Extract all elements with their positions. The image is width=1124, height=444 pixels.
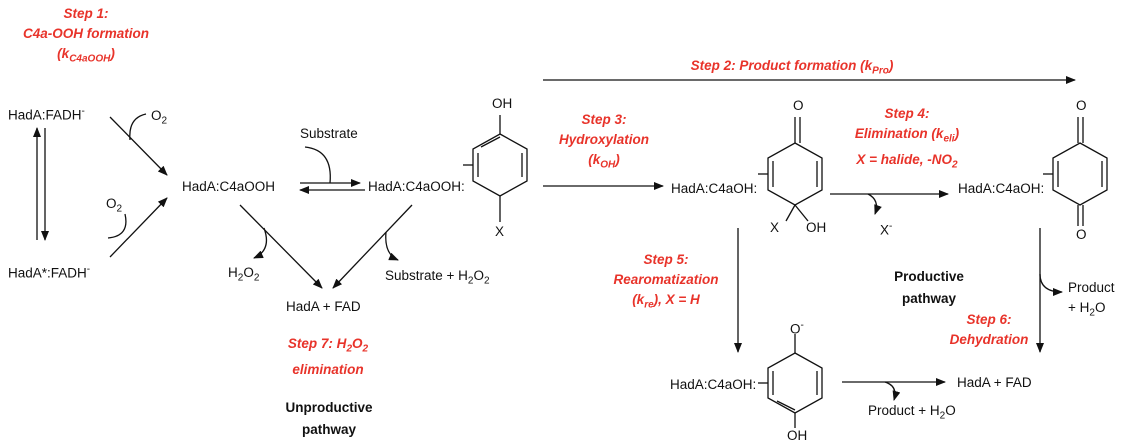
step1-label: Step 1: C4a-OOH formation (kC4aOOH) (23, 4, 149, 70)
atom-oh-phenolate: OH (787, 428, 808, 443)
productive-pathway-label: Productive pathway (894, 266, 964, 310)
c4aooh-to-fad-arrow (239, 204, 323, 289)
unproductive-line1: Unproductive (285, 400, 373, 415)
species-c4aooh: HadA:C4aOOH (182, 179, 276, 194)
atom-o-dienone: O (793, 98, 804, 113)
step4-line2: Elimination (keli) (854, 126, 960, 145)
step6-line1: Step 6: (966, 312, 1012, 327)
step6-line2: Dehydration (949, 332, 1029, 347)
product-right-line1: Product (1068, 280, 1115, 295)
atom-oh-phenol: OH (492, 96, 513, 111)
reagent-substrate: Substrate (300, 126, 358, 141)
atom-oh-dienone: OH (806, 220, 827, 235)
atom-x-phenol: X (495, 224, 505, 239)
product-right-curve (1039, 273, 1063, 296)
reagent-x-minus: X- (880, 221, 893, 238)
step1-line3: (kC4aOOH) (57, 46, 115, 65)
fadh-to-c4aooh-arrow-top (109, 116, 168, 176)
fadh-to-c4aooh-arrow-bottom (109, 197, 168, 258)
step3-line1: Step 3: (581, 112, 627, 127)
species-hada-fad-right: HadA + FAD (957, 375, 1032, 390)
step3-label: Step 3: Hydroxylation (kOH) (559, 110, 649, 176)
species-c4aoh-quinone: HadA:C4aOH: (958, 181, 1045, 196)
atom-o-minus: O- (790, 320, 804, 337)
species-c4aoh-phenolate: HadA:C4aOH: (670, 377, 757, 392)
o2-bottom-curve (107, 213, 127, 239)
step7-line1: Step 7: H2O2 (287, 336, 369, 355)
atom-o-quinone-top: O (1076, 98, 1087, 113)
unproductive-pathway-label: Unproductive pathway (285, 397, 372, 441)
step5-line3: (kre), X = H (632, 292, 700, 311)
reagent-substrate-h2o2: Substrate + H2O2 (385, 268, 490, 287)
step5-label: Step 5: Rearomatization (kre), X = H (613, 250, 718, 316)
product-right-line2: + H2O (1068, 300, 1106, 319)
h2o2-curve (253, 227, 268, 259)
quinone-ring (1043, 117, 1108, 226)
species-fadh-top: HadA:FADH- (8, 106, 85, 123)
step1-line2: C4a-OOH formation (22, 26, 150, 41)
step1-line1: Step 1: (63, 6, 109, 21)
dienone-ring (758, 117, 823, 222)
step5-line2: Rearomatization (613, 272, 719, 287)
substrate-h2o2-curve (385, 231, 399, 261)
step7-line2: elimination (292, 361, 364, 377)
step4-label: Step 4: Elimination (keli) X = halide, -… (855, 104, 959, 175)
step5-line1: Step 5: (643, 252, 689, 267)
substrate-curve (304, 146, 331, 184)
o2-top-curve (129, 113, 147, 141)
x-minus-curve (867, 193, 882, 215)
reagent-h2o2: H2O2 (228, 265, 260, 284)
species-hada-fad-left: HadA + FAD (286, 299, 361, 314)
productive-line2: pathway (901, 291, 956, 306)
unproductive-line2: pathway (301, 422, 357, 437)
step4-line1: Step 4: (884, 106, 930, 121)
phenolate-ring (758, 334, 823, 428)
productive-line1: Productive (894, 269, 964, 284)
atom-o-quinone-bottom: O (1076, 227, 1087, 242)
phenol-ring (463, 115, 528, 222)
step4-line3: X = halide, -NO2 (856, 151, 958, 171)
step3-line3: (kOH) (588, 152, 620, 171)
atom-x-dienone: X (770, 220, 780, 235)
species-c4aooh-complex: HadA:C4aOOH: (368, 179, 465, 194)
reagent-product-h2o-right: Product + H2O (1068, 278, 1115, 324)
complex-to-fad-arrow (332, 204, 413, 289)
step6-label: Step 6: Dehydration (950, 310, 1029, 350)
reagent-o2-top: O2 (151, 108, 168, 127)
step3-line2: Hydroxylation (558, 132, 650, 147)
species-fadh-bottom: HadA*:FADH- (8, 264, 91, 281)
product-bottom-curve (884, 381, 901, 401)
species-c4aoh-dienone: HadA:C4aOH: (671, 181, 758, 196)
reagent-product-h2o-bottom: Product + H2O (868, 403, 956, 422)
step2-label: Step 2: Product formation (kPro) (690, 58, 894, 77)
reagent-o2-bottom: O2 (106, 196, 123, 215)
step7-label: Step 7: H2O2 elimination (288, 334, 368, 380)
